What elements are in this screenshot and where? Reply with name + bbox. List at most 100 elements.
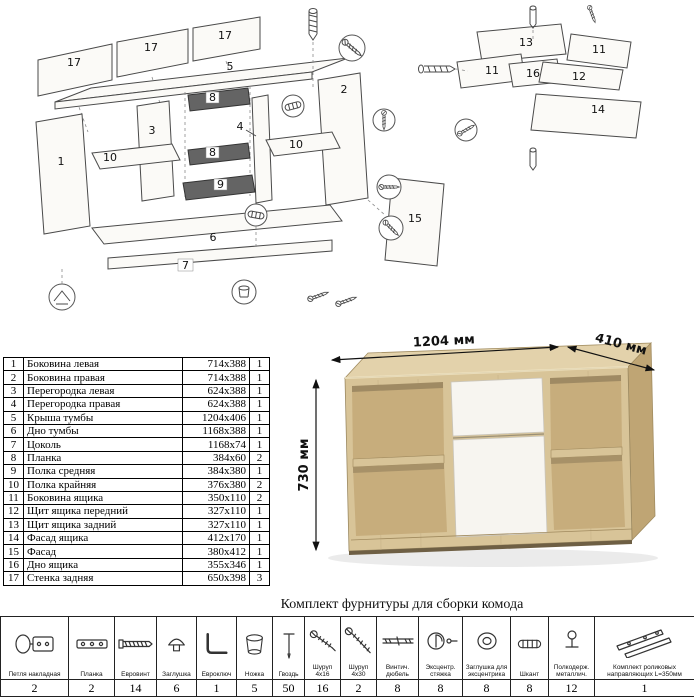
hardware-item-name: Шкант <box>519 671 540 678</box>
screw-icon <box>344 626 371 653</box>
hardware-item: Винтич. дюбель <box>376 616 419 680</box>
part-size: 350x110 <box>182 490 250 506</box>
part-size: 355x346 <box>182 557 250 573</box>
hardware-icons-row: Петля накладная Планка Евровинт Заглушка <box>0 616 694 680</box>
hardware-kit-table: Петля накладная Планка Евровинт Заглушка <box>0 616 694 697</box>
hardware-item-name: Евроключ <box>201 671 232 678</box>
part-size: 1168x74 <box>182 437 250 452</box>
part-name: Цоколь <box>23 437 183 452</box>
part-label-8b: 8 <box>209 146 216 159</box>
height-dimension-label: 730 мм <box>298 439 312 492</box>
hardware-item-name: Планка <box>80 671 103 678</box>
hardware-item: Петля накладная <box>0 616 69 680</box>
part-name: Полка средняя <box>23 464 183 479</box>
part-num: 6 <box>3 423 24 439</box>
plank-8-bottom: 8 <box>187 142 251 166</box>
hardware-item: Комплект роликовых направляющих L=350мм <box>594 616 694 680</box>
part-num: 10 <box>3 477 24 492</box>
hardware-item: Шуруп 4x16 <box>304 616 341 680</box>
part-label-11a: 11 <box>592 43 606 56</box>
exploded-assembly-diagram: 17 17 17 5 1 2 3 <box>35 4 642 311</box>
hardware-item: Эксцентр. стяжка <box>418 616 463 680</box>
mounting-plate-icon <box>75 639 108 649</box>
part-num: 3 <box>3 383 24 399</box>
part-label-7: 7 <box>182 259 189 272</box>
hardware-item: Гвоздь <box>272 616 305 680</box>
part-num: 5 <box>3 410 24 425</box>
part-size: 327x110 <box>182 504 250 519</box>
part-qty: 2 <box>249 450 270 466</box>
part-qty: 1 <box>249 517 270 533</box>
cam-cap-icon <box>476 631 497 650</box>
drawer-bolt-left <box>418 64 469 74</box>
part-qty: 2 <box>249 477 270 492</box>
shelf-pin-icon <box>564 629 579 648</box>
part-num: 12 <box>3 504 24 519</box>
hardware-item: Планка <box>68 616 115 680</box>
hardware-item-qty: 8 <box>510 679 549 697</box>
part-num: 13 <box>3 517 24 533</box>
part-name: Боковина правая <box>23 370 183 385</box>
dowel-screw-icon <box>381 635 414 646</box>
part-num: 17 <box>3 571 24 586</box>
part-qty: 1 <box>249 397 270 412</box>
hardware-item-qty: 5 <box>236 679 273 697</box>
hardware-item-name: Петля накладная <box>8 671 61 678</box>
drawer-screw-top <box>529 5 537 40</box>
hardware-item-name: Заглушка <box>162 671 191 678</box>
part-size: 376x380 <box>182 477 250 492</box>
hardware-item-name: Заглушка для эксцентрика <box>465 664 508 678</box>
part-num: 2 <box>3 370 24 385</box>
part-name: Щит ящика передний <box>23 504 183 519</box>
part-size: 384x380 <box>182 464 250 479</box>
part-size: 714x388 <box>182 370 250 385</box>
part-label-3: 3 <box>149 124 156 137</box>
part-name: Крыша тумбы <box>23 410 183 425</box>
part-label-16: 16 <box>526 67 540 80</box>
part-size: 714x388 <box>182 356 250 372</box>
hardware-item-name: Винтич. дюбель <box>385 664 410 678</box>
part-label-2: 2 <box>341 83 348 96</box>
hardware-qty-row: 2 2 14 6 1 5 50 16 2 8 8 8 8 12 1 <box>0 679 694 697</box>
part-label-10b: 10 <box>289 138 303 151</box>
confirmat-screw-icon <box>117 639 153 649</box>
hardware-item-name: Комплект роликовых направляющих L=350мм <box>607 664 682 678</box>
hardware-item-qty: 8 <box>462 679 511 697</box>
hardware-item-qty: 2 <box>68 679 115 697</box>
part-label-11b: 11 <box>485 64 499 77</box>
shelf-10-right: 10 <box>265 131 341 157</box>
screw-icon <box>309 629 336 651</box>
part-num: 7 <box>3 437 24 452</box>
hardware-item: Ножка <box>236 616 273 680</box>
part-label-17-a: 17 <box>67 56 81 69</box>
dresser-render: 1204 мм 410 мм 730 мм <box>298 334 658 567</box>
part-qty: 1 <box>249 423 270 439</box>
part-size: 1204x406 <box>182 410 250 425</box>
screw-top-callout <box>308 8 318 88</box>
white-fronts <box>450 377 548 538</box>
width-dimension-label: 1204 мм <box>412 334 475 351</box>
back-panels-17: 17 17 17 <box>37 16 261 133</box>
hardware-item-qty: 8 <box>418 679 463 697</box>
part-size: 380x412 <box>182 544 250 559</box>
part-label-17-b: 17 <box>144 41 158 54</box>
part-qty: 1 <box>249 504 270 519</box>
part-name: Дно тумбы <box>23 423 183 439</box>
hardware-item: Шкант <box>510 616 549 680</box>
plinth-7: 7 <box>107 239 333 272</box>
part-name: Полка крайняя <box>23 477 183 492</box>
hardware-item-name: Полкодерж. металлич. <box>553 664 590 678</box>
hardware-item-qty: 14 <box>114 679 157 697</box>
hardware-item: Заглушка <box>156 616 197 680</box>
part-qty: 1 <box>249 437 270 452</box>
hardware-item: Шуруп 4x30 <box>340 616 377 680</box>
